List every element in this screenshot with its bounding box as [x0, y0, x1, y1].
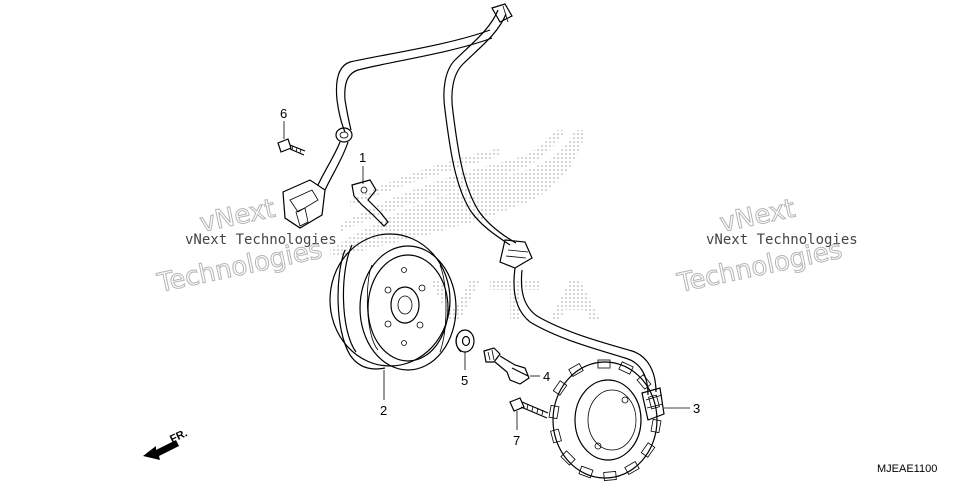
wire-clip-1 [351, 179, 389, 227]
bolt-6 [277, 138, 306, 156]
callout-3: 3 [693, 401, 700, 416]
callout-6: 6 [280, 106, 287, 121]
diagram-code: MJEAE1100 [877, 463, 937, 475]
callout-7: 7 [513, 433, 520, 448]
watermark-right-line1: vNext Technologies [706, 232, 858, 248]
wire-harness [317, 3, 657, 396]
watermark-right: vNext Technologies vNext Technologies [674, 193, 858, 299]
flywheel [329, 233, 457, 371]
front-arrow-icon [143, 440, 179, 460]
front-direction-indicator: FR. [143, 427, 189, 460]
callout-4: 4 [543, 369, 550, 384]
watermark-left: vNext Technologies vNext Technologies [154, 193, 337, 299]
callouts: 1 2 3 4 5 6 7 [280, 106, 700, 448]
front-label: FR. [168, 427, 189, 445]
bolt-7 [509, 397, 549, 419]
callout-5: 5 [461, 373, 468, 388]
stator [548, 359, 665, 481]
washer-5 [455, 329, 475, 353]
pulse-sensor [282, 179, 326, 229]
callout-2: 2 [380, 403, 387, 418]
brand-wing-watermark [330, 130, 600, 320]
watermark-left-line1: vNext Technologies [185, 232, 337, 248]
callout-1: 1 [359, 150, 366, 165]
flywheel-bolt-4 [483, 347, 530, 385]
